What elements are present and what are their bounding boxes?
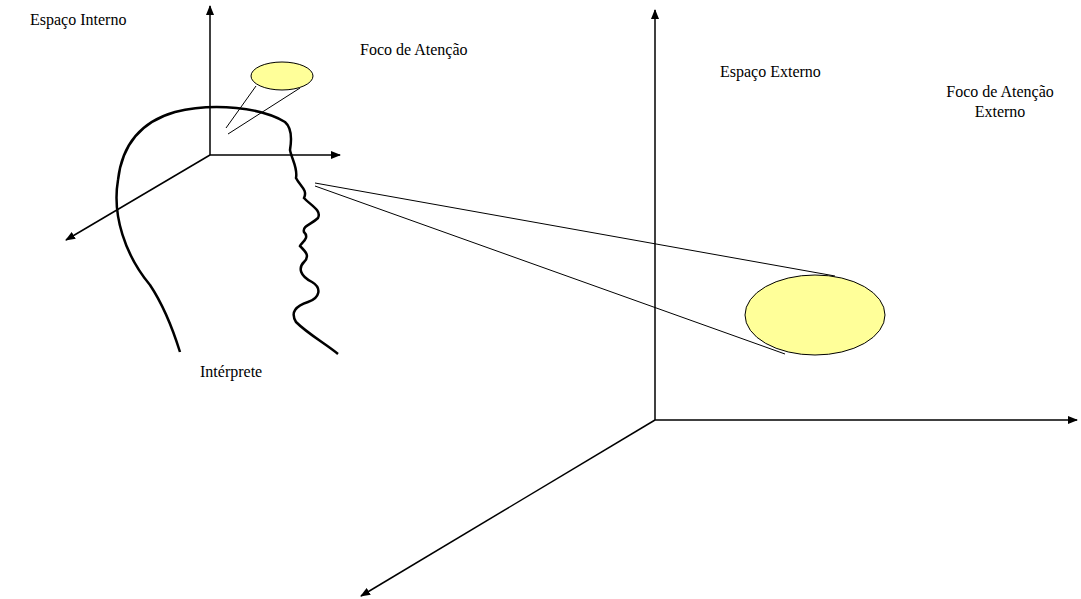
external-focus (315, 183, 885, 355)
internal-axes (66, 6, 340, 240)
internal-focus (226, 62, 313, 134)
focus-label: Foco de Atenção Externo (935, 82, 1065, 122)
external-axes (361, 10, 1077, 596)
axis-label: Espaço Externo (720, 62, 821, 82)
axis-label: Espaço Interno (30, 10, 126, 30)
figure-label: Intérprete (200, 362, 262, 382)
focus-label: Foco de Atenção (360, 40, 468, 60)
head-profile (117, 107, 338, 354)
